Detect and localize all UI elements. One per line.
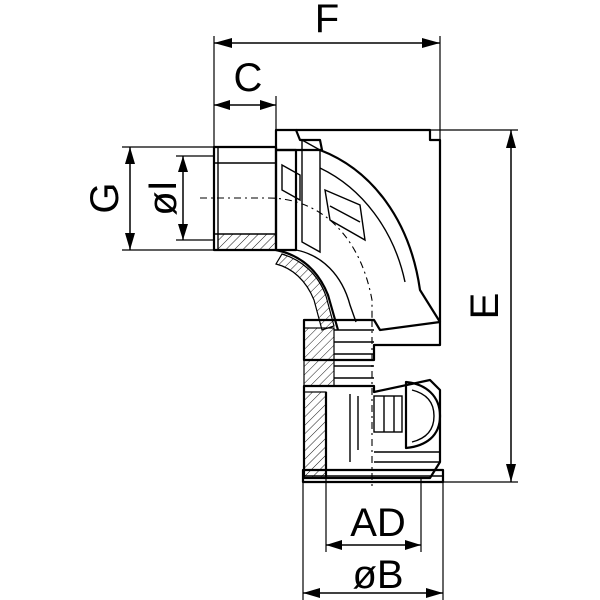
label-b: øB bbox=[352, 553, 403, 597]
label-i: øI bbox=[141, 180, 185, 216]
label-ad: AD bbox=[350, 501, 406, 545]
dimension-i: øI bbox=[141, 155, 214, 241]
label-f: F bbox=[315, 0, 339, 41]
dimension-g: G bbox=[83, 146, 214, 251]
label-g: G bbox=[83, 182, 127, 213]
label-e: E bbox=[463, 293, 507, 320]
elbow-fitting bbox=[200, 128, 445, 490]
dimension-b: øB bbox=[302, 482, 444, 600]
dimension-c: C bbox=[214, 56, 277, 150]
dimension-ad: AD bbox=[325, 478, 422, 552]
label-c: C bbox=[234, 56, 263, 100]
dimension-f: F bbox=[213, 0, 441, 322]
